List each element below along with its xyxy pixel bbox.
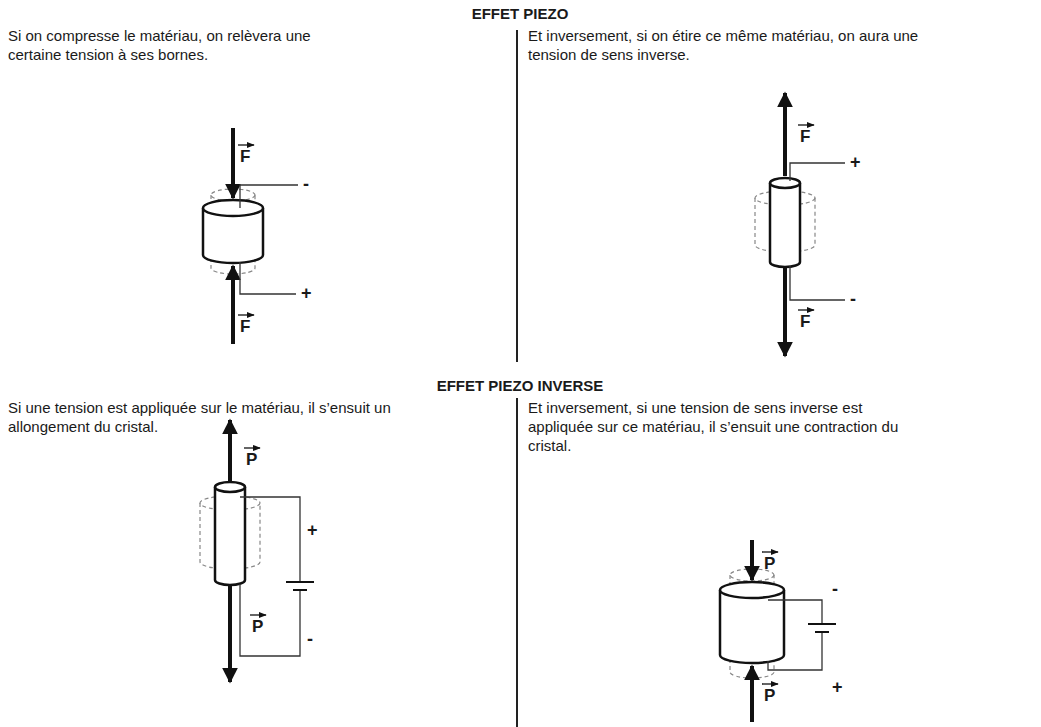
pressure-label: P bbox=[246, 451, 257, 469]
polarity-sign: + bbox=[301, 284, 312, 302]
pressure-label: P bbox=[252, 618, 263, 636]
description-text: Si une tension est appliquée sur le maté… bbox=[8, 398, 428, 436]
polarity-sign: - bbox=[832, 580, 838, 598]
force-label: F bbox=[800, 128, 810, 146]
polarity-sign: + bbox=[832, 678, 843, 696]
description-text: Si on compresse le matériau, on relèvera… bbox=[8, 26, 348, 64]
stretched-crystal bbox=[755, 93, 845, 356]
description-text: Et inversement, si une tension de sens i… bbox=[528, 398, 918, 455]
compressed-crystal bbox=[203, 128, 298, 344]
force-label: F bbox=[240, 148, 250, 166]
force-label: F bbox=[240, 318, 250, 336]
description-text: Et inversement, si on étire ce même maté… bbox=[528, 26, 968, 64]
polarity-sign: + bbox=[850, 153, 861, 171]
elongating-crystal bbox=[200, 420, 314, 682]
battery-circuit bbox=[768, 600, 822, 670]
battery-symbol bbox=[286, 582, 314, 590]
polarity-sign: - bbox=[307, 630, 313, 648]
polarity-sign: + bbox=[307, 521, 318, 539]
pressure-label: P bbox=[764, 555, 775, 573]
polarity-sign: - bbox=[850, 290, 856, 308]
battery-circuit bbox=[240, 497, 300, 656]
battery-symbol bbox=[808, 624, 836, 632]
section-heading: EFFET PIEZO INVERSE bbox=[320, 376, 720, 395]
polarity-sign: - bbox=[303, 175, 309, 193]
contracting-crystal bbox=[720, 540, 836, 722]
force-label: F bbox=[800, 313, 810, 331]
pressure-label: P bbox=[764, 687, 775, 705]
section-heading: EFFET PIEZO bbox=[320, 4, 720, 23]
